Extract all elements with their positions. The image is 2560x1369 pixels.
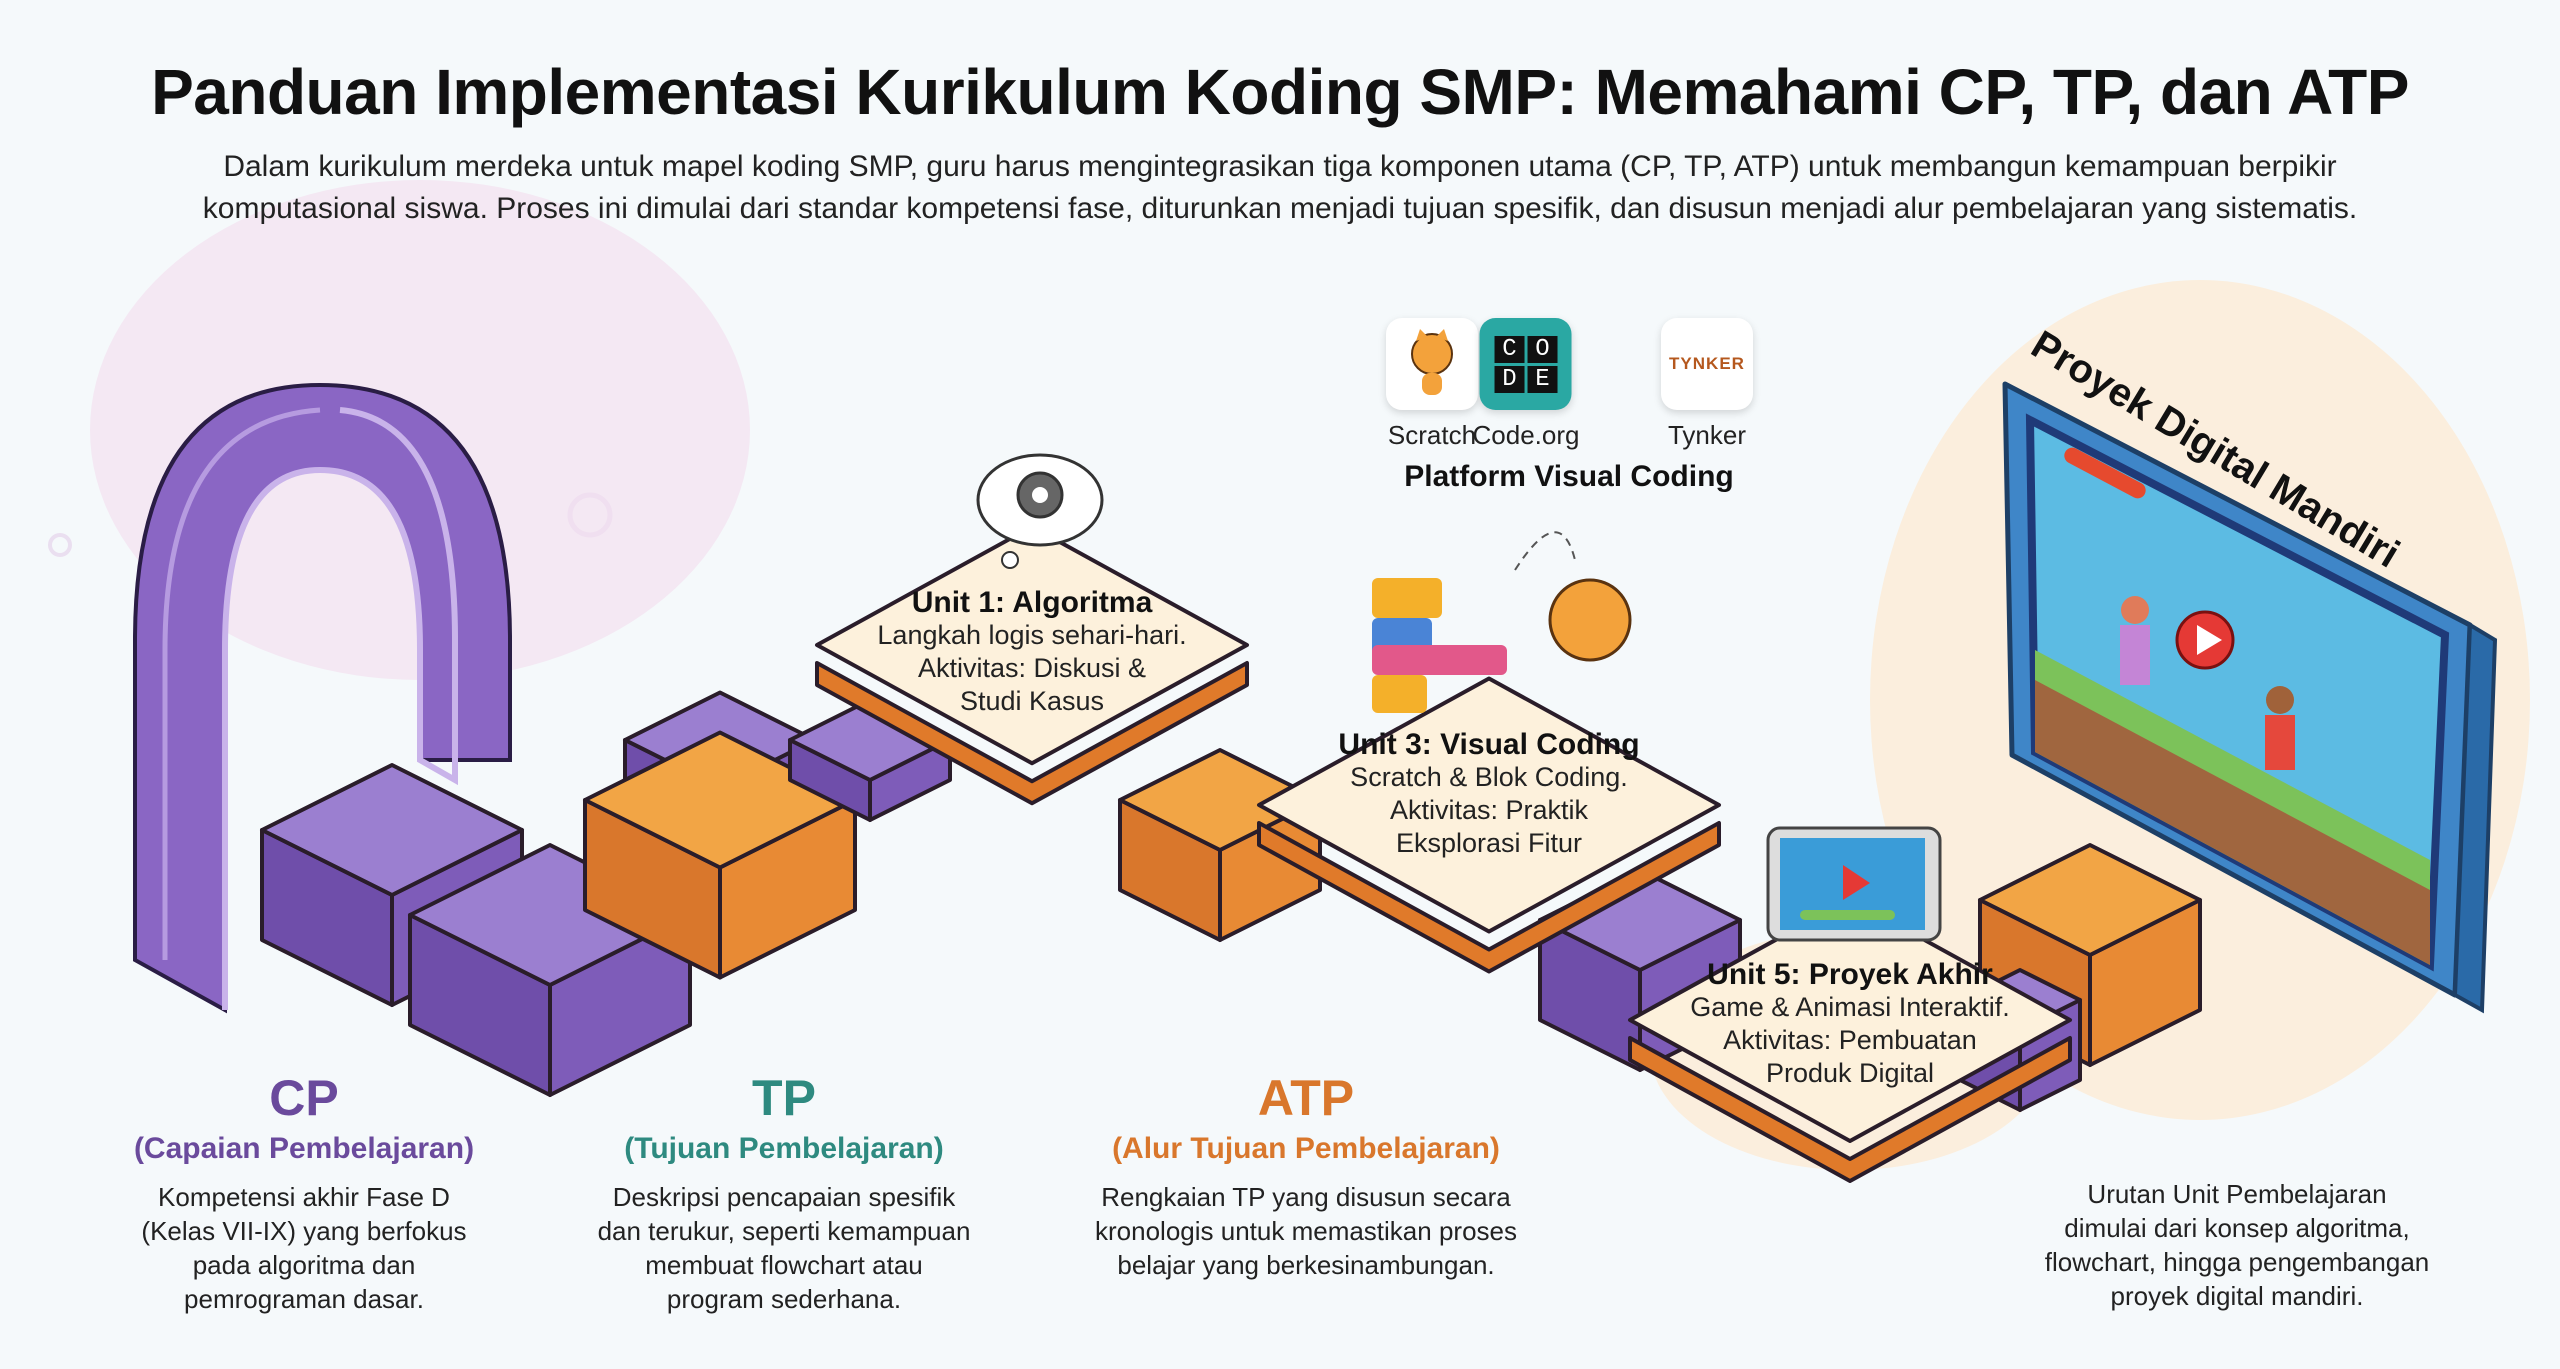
unit-line: Eksplorasi Fitur <box>1395 828 1583 858</box>
unit-card-3: Unit 3: Visual Coding Scratch & Blok Cod… <box>1338 728 1639 860</box>
tynker-icon: TYNKER <box>1661 318 1753 410</box>
platform-code-org: C O D E Code.org <box>1472 318 1580 451</box>
unit-line: Game & Animasi Interaktif. <box>1690 992 2010 1022</box>
legend-desc: Kompetensi akhir Fase D(Kelas VII-IX) ya… <box>141 1182 467 1314</box>
unit-1-card-side <box>815 661 1249 806</box>
platform-label: Scratch <box>1387 420 1477 450</box>
legend-atp: ATP (Alur Tujuan Pembelajaran) Rengkaian… <box>1095 1070 1517 1282</box>
subtitle-line: Dalam kurikulum merdeka untuk mapel kodi… <box>223 150 2337 183</box>
purple-block-top <box>260 763 524 897</box>
legend-full: (Tujuan Pembelajaran) <box>624 1132 944 1165</box>
legend-abbr: ATP <box>1257 1070 1355 1126</box>
legend-abbr: TP <box>752 1070 816 1126</box>
unit-line: Studi Kasus <box>959 686 1105 716</box>
scratch-cat-icon <box>1386 318 1478 410</box>
legend-full: (Capaian Pembelajaran) <box>133 1132 475 1165</box>
platform-title: Platform Visual Coding <box>1404 460 1734 493</box>
page-subtitle: Dalam kurikulum merdeka untuk mapel kodi… <box>60 146 2500 230</box>
tablet-game-icon <box>1766 826 1942 942</box>
legend-tp: TP (Tujuan Pembelajaran) Deskripsi penca… <box>598 1070 971 1316</box>
unit-title: Unit 3: Visual Coding <box>1338 728 1640 761</box>
platform-tynker: TYNKER Tynker <box>1661 318 1753 451</box>
page-title: Panduan Implementasi Kurikulum Koding SM… <box>151 56 2409 128</box>
subtitle-line: komputasional siswa. Proses ini dimulai … <box>202 192 2358 225</box>
platform-scratch: Scratch <box>1386 318 1478 451</box>
unit-line: Aktivitas: Praktik <box>1389 795 1589 825</box>
unit-line: Scratch & Blok Coding. <box>1350 762 1628 792</box>
unit-title: Unit 5: Proyek Akhir <box>1707 958 1993 991</box>
legend-cp: CP (Capaian Pembelajaran) Kompetensi akh… <box>134 1070 474 1316</box>
unit-3-card-side <box>1257 821 1721 974</box>
gear-thought-icon <box>976 453 1104 569</box>
unit-1-card-top <box>815 524 1249 766</box>
platform-label: Tynker <box>1667 420 1747 450</box>
monitor-game-screen <box>2002 381 2498 1014</box>
unit-card-5: Unit 5: Proyek Akhir Game & Animasi Inte… <box>1690 958 2010 1090</box>
legend-full: (Alur Tujuan Pembelajaran) <box>1112 1132 1500 1165</box>
code-org-icon: C O D E <box>1480 318 1572 410</box>
unit-5-card-side <box>1628 1036 2072 1183</box>
platform-label: Code.org <box>1472 420 1580 450</box>
unit-line: Aktivitas: Diskusi & <box>917 653 1147 683</box>
unit-title: Unit 1: Algoritma <box>911 586 1153 619</box>
legend-abbr: CP <box>269 1070 339 1126</box>
cp-arch <box>133 382 512 1014</box>
unit-3-card-top <box>1257 676 1721 934</box>
unit-line: Aktivitas: Pembuatan <box>1723 1025 1977 1055</box>
unit-line: Produk Digital <box>1765 1058 1935 1088</box>
orange-bridge-top <box>1978 843 2202 957</box>
unit-line: Langkah logis sehari-hari. <box>877 620 1187 650</box>
unit-card-1: Unit 1: Algoritma Langkah logis sehari-h… <box>877 586 1186 718</box>
scratch-cat-icon <box>1548 578 1632 662</box>
scratch-blocks-icon <box>1372 531 1632 713</box>
